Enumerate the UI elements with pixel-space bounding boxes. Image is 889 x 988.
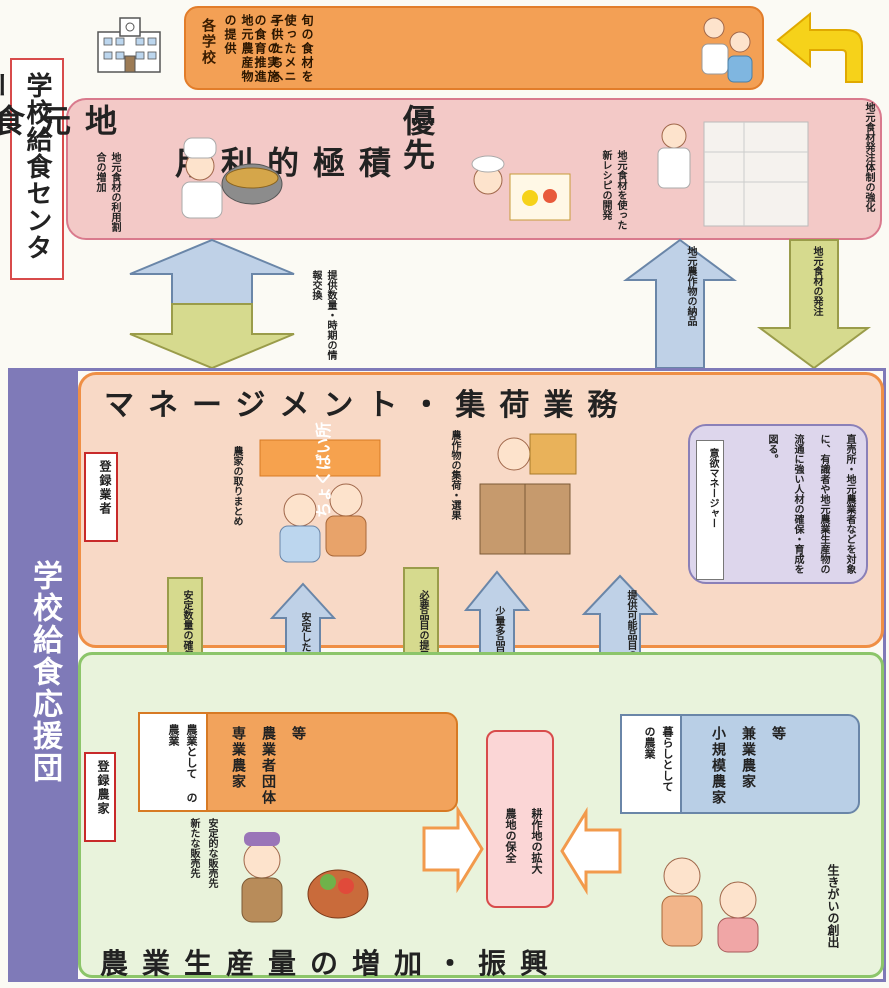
- lifestyle-item-2: 兼業農家: [740, 726, 756, 790]
- note-purpose: 生きがいの創出: [826, 864, 840, 948]
- schools-item-3: 旬の食材を使ったメニューの実施: [266, 14, 314, 84]
- professional-item-2: 農業者団体: [260, 726, 276, 806]
- professional-item-3: 等: [290, 726, 306, 742]
- farmland-line-1: 農地の保全: [504, 808, 517, 863]
- farmland-box: [486, 730, 554, 908]
- cooking-staff-illustration: [181, 137, 283, 219]
- schools-item-1: 地元農産物の提供: [223, 14, 254, 84]
- arrow-many-items-label: 少量多品目の提供: [493, 606, 504, 686]
- arrow-to-center-left: [422, 804, 484, 894]
- elderly-couple-illustration: [661, 857, 759, 953]
- harvest-illustration: [241, 832, 369, 923]
- schools-illustration: [701, 17, 753, 83]
- professional-title: 農業として の農業: [167, 724, 198, 803]
- note-sales: 安定的な販売先 新たな販売先: [188, 818, 217, 888]
- arrow-order-label: 地元食材の発注: [811, 246, 822, 316]
- manager-title-box: [696, 440, 724, 580]
- arrow-stable-qty-label: 安定数量の確保: [181, 590, 192, 660]
- lifestyle-title-box: [620, 714, 682, 814]
- arrow-order: [756, 239, 872, 370]
- school-building-icon: [97, 17, 161, 73]
- schools-panel: [184, 6, 764, 90]
- center-label: 学校給食センター: [0, 72, 52, 261]
- center-note-new-recipe: 地元食材を使った新レシピの開発: [600, 150, 626, 230]
- arrow-required-items-label: 必要品目の提示: [417, 590, 428, 660]
- arrow-exchange: [129, 238, 295, 370]
- professional-title-box: [138, 712, 208, 812]
- center-label-box: [10, 58, 64, 280]
- note-collection: 農作物の集荷・選果: [449, 430, 460, 520]
- arrow-exchange-label: 提供数量・時期の情報交換: [310, 270, 336, 360]
- center-note-order-system: 地元食材発注体制の強化: [863, 102, 874, 212]
- support-group-label: 学校給食応援団: [27, 560, 62, 784]
- note-farmers: 農家の取りまとめ: [231, 446, 242, 526]
- center-title-line-1: 地元食材の: [0, 104, 118, 144]
- center-title-line-2: 積極的利用: [170, 146, 392, 186]
- management-badge-box: [84, 452, 118, 542]
- arrow-delivery-label: 地元農作物の納品: [685, 246, 696, 326]
- center-title-row-top: [82, 100, 582, 140]
- manager-desc: 直売所・地元農業者などを対象に、有識者や地元農業生産物の流通に強い人材の確保・育…: [766, 434, 855, 574]
- professional-item-1: 専業農家: [230, 726, 246, 790]
- management-badge: 登録業者: [98, 460, 112, 516]
- collection-illustration: [479, 433, 577, 555]
- order-system-illustration: [657, 121, 809, 227]
- schools-title: 各学校: [200, 18, 216, 66]
- chokubai-sign: ちょくばい所: [314, 421, 333, 518]
- lifestyle-item-1: 小規模農家: [710, 726, 726, 806]
- lifestyle-item-3: 等: [770, 726, 786, 742]
- center-wide-label: 優先: [398, 104, 436, 172]
- farmland-line-2: 耕作地の拡大: [530, 808, 543, 874]
- arrow-info-items-label: 提供可能品目の情報提供: [625, 590, 636, 700]
- curved-arrow-icon: [776, 11, 863, 83]
- farmers-title: 農業生産量の増加・振興: [100, 947, 563, 980]
- lifestyle-title: 暮らしとして の農業: [643, 726, 674, 792]
- farmers-badge-box: [84, 752, 116, 842]
- farmers-badge: 登録農家: [96, 760, 110, 816]
- schools-item-2: 子供たちへの食育推進: [253, 14, 284, 84]
- manager-title: 意欲マネージャー: [707, 448, 718, 528]
- chokubai-illustration: [259, 439, 381, 563]
- chef-illustration: [471, 155, 571, 221]
- management-title: マネージメント・集荷業務: [104, 388, 632, 423]
- arrow-to-center-right: [560, 806, 622, 896]
- center-note-usage-rate: 地元食材の利用割合の増加: [94, 152, 120, 232]
- support-group-label-bar: [8, 368, 78, 982]
